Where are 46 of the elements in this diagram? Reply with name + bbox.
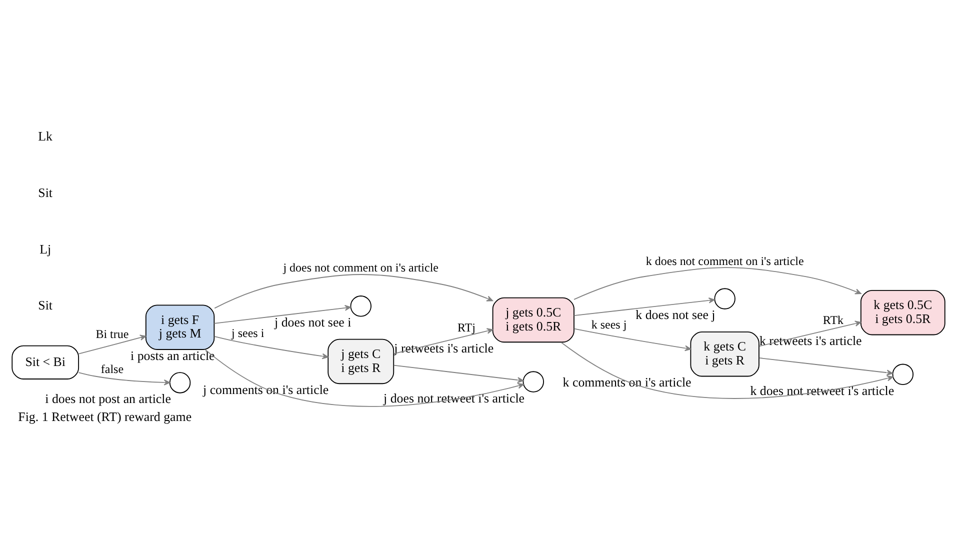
- arrow: [204, 348, 524, 406]
- node-label: j does not see i: [274, 314, 352, 330]
- node-circle: [350, 295, 372, 316]
- label: Lj: [40, 240, 52, 256]
- arrow: [393, 328, 494, 354]
- arrow: [78, 334, 146, 354]
- label: Sit: [38, 184, 53, 200]
- node-circle: [714, 288, 736, 309]
- caption: Fig. 1 Retweet (RT) reward game: [18, 408, 192, 424]
- arrow: [214, 304, 352, 324]
- arrow: [393, 364, 524, 382]
- node-box: j gets C i gets R: [328, 338, 394, 384]
- arrow: [574, 266, 862, 300]
- node-box: Sit < Bi: [12, 344, 80, 379]
- edge-label: j sees i: [232, 325, 264, 340]
- label: Lk: [38, 128, 53, 144]
- node-label: k comments on i's article: [562, 374, 692, 390]
- arrow: [78, 372, 170, 385]
- arrow: [214, 274, 494, 308]
- label: Sit: [38, 297, 53, 312]
- node-circle: [169, 372, 191, 393]
- arrow: [560, 341, 894, 398]
- node-circle: [522, 370, 544, 392]
- node-label: k does not see j: [636, 306, 716, 322]
- edge-label: RTk: [822, 312, 844, 327]
- arrow: [758, 357, 893, 376]
- arrow: [214, 336, 328, 359]
- edge-label: k sees j: [591, 317, 627, 332]
- edge-label: Bi true: [96, 326, 129, 340]
- node-box: j gets 0.5C i gets 0.5R: [492, 296, 574, 342]
- node-circle: [892, 363, 914, 385]
- node-label: k retweets i's article: [759, 332, 862, 348]
- arrow: [758, 320, 862, 346]
- node-box: i gets F j gets M: [145, 304, 215, 350]
- edge-label: false: [100, 361, 124, 376]
- node-label: i does not post an article: [45, 390, 171, 406]
- edge-label: RTj: [458, 320, 476, 334]
- arrow: [574, 296, 715, 316]
- node-label: i posts an article: [130, 347, 215, 362]
- edge-label: j does not comment on i's article: [283, 260, 439, 274]
- node-box: k gets C i gets R: [690, 331, 760, 376]
- arrow: [574, 328, 692, 351]
- node-box: k gets 0.5C i gets 0.5R: [860, 289, 946, 335]
- node-label: j retweets i's article: [394, 340, 494, 355]
- edge-label: k does not comment on i's article: [646, 253, 804, 268]
- node-label: j does not retweet i's article: [384, 390, 525, 405]
